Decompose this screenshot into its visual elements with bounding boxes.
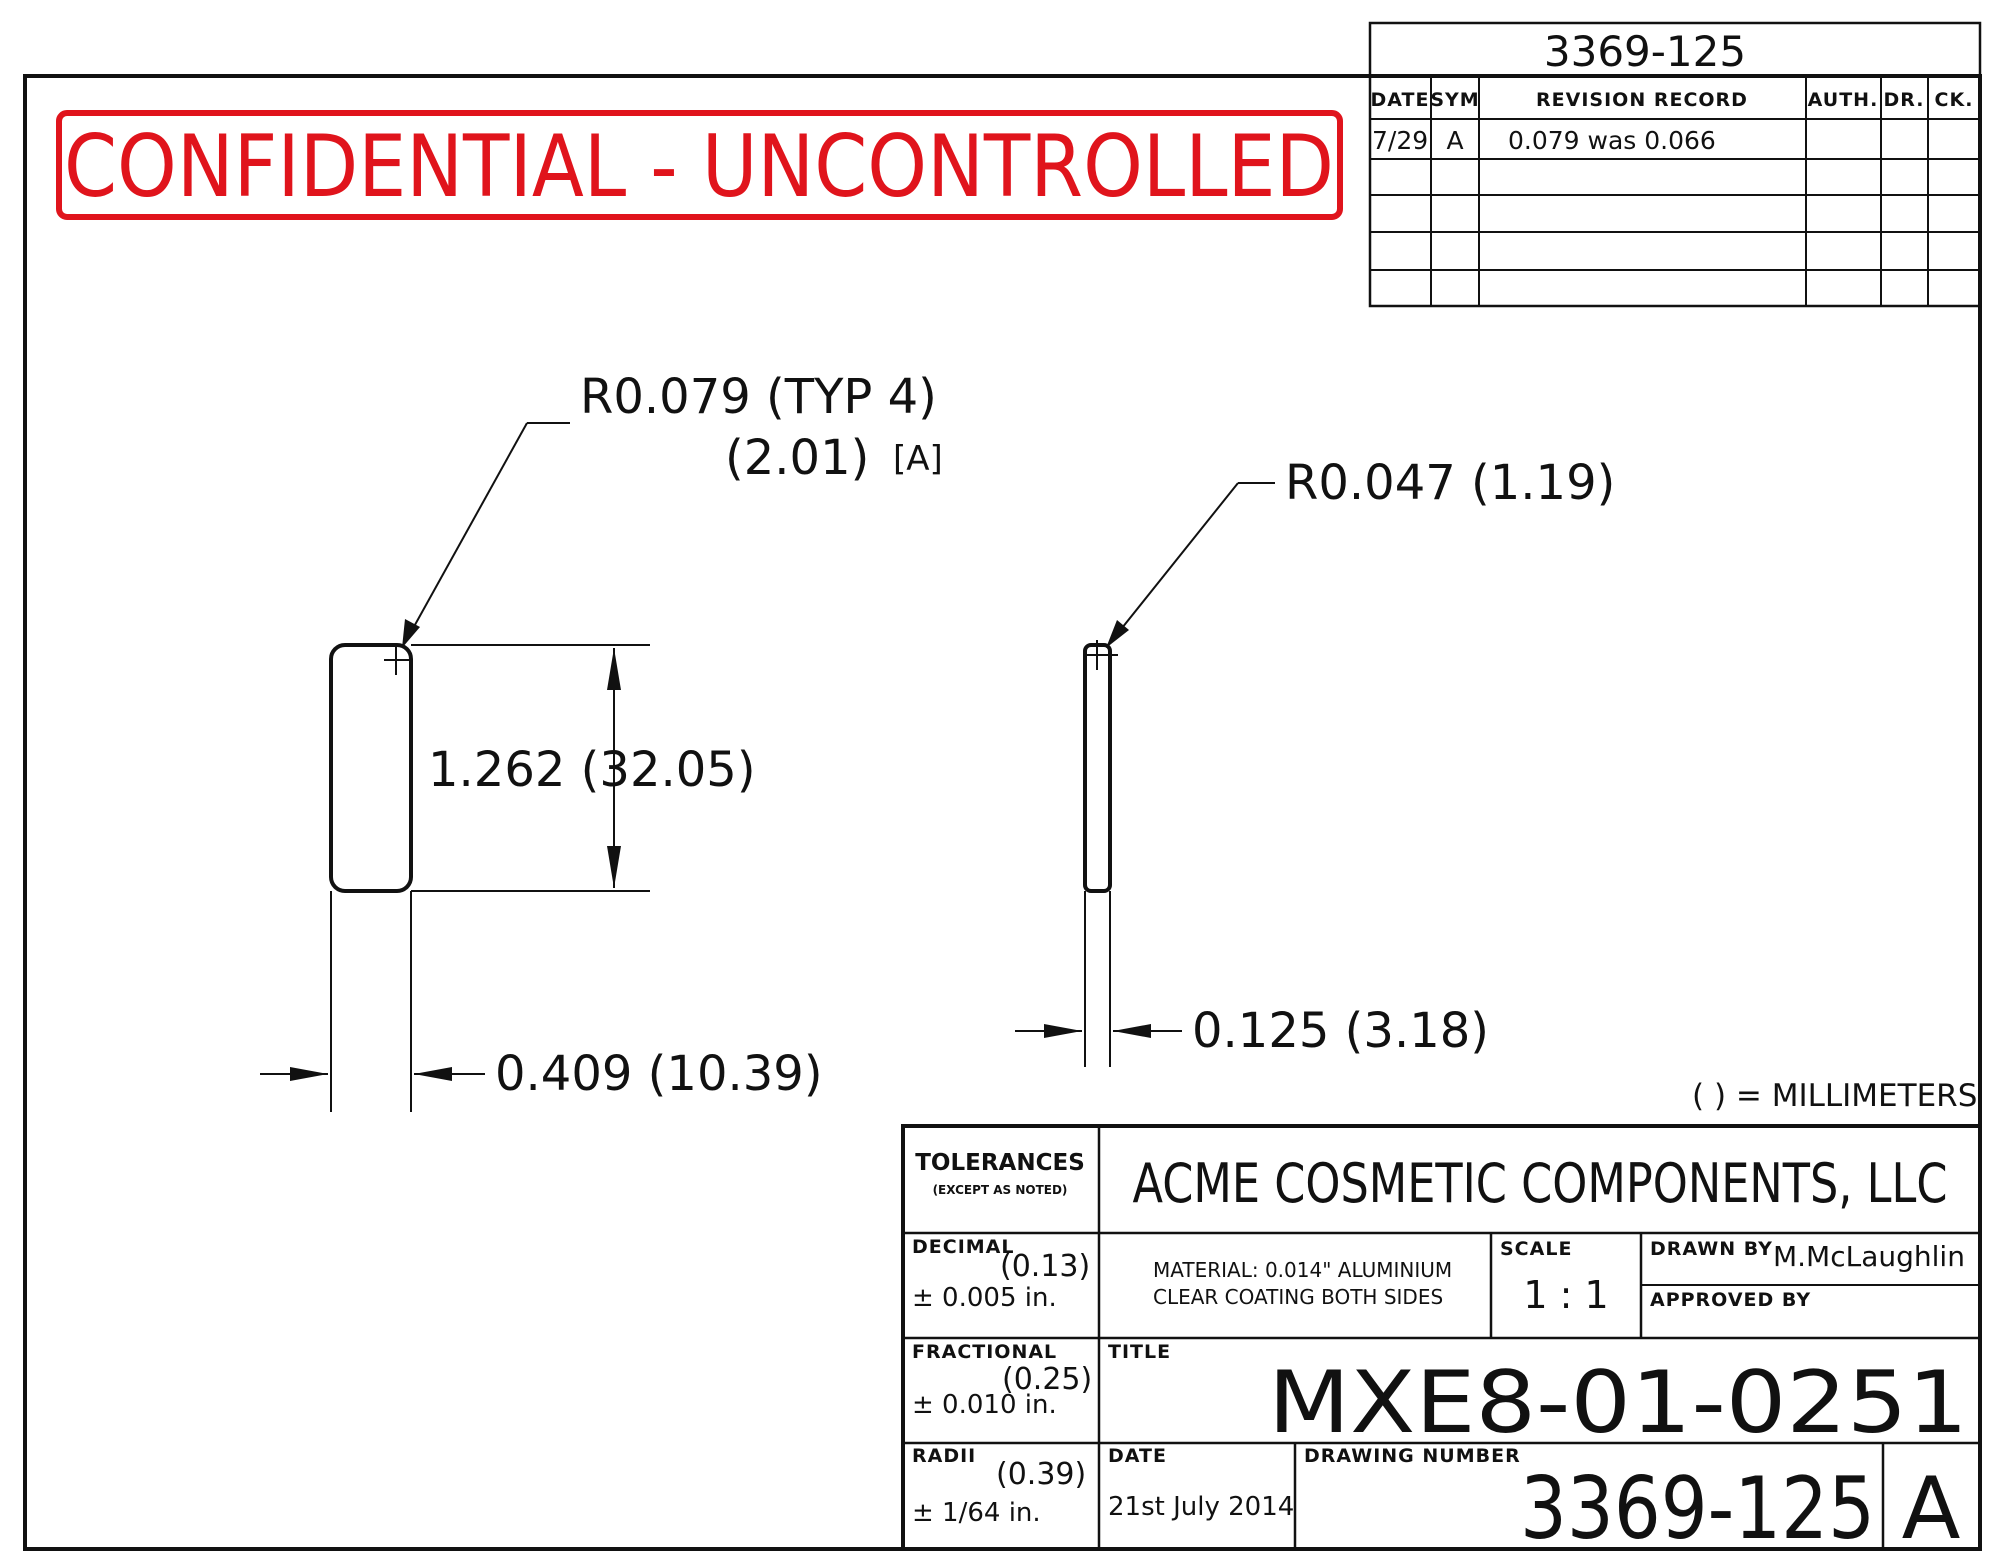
thickness-dimension: 0.125 (3.18) (1192, 1003, 1489, 1059)
drawn-by-value: M.McLaughlin (1773, 1240, 1965, 1273)
fractional-label: FRACTIONAL (912, 1341, 1057, 1363)
width-dimension: 0.409 (10.39) (495, 1046, 823, 1102)
approved-by-label: APPROVED BY (1650, 1289, 1811, 1311)
title-block: TOLERANCES (EXCEPT AS NOTED) ACME COSMET… (901, 1124, 1982, 1559)
corner-radius-flag: [A] (893, 439, 943, 479)
rev-header-auth: AUTH. (1808, 89, 1879, 111)
corner-radius-callout: R0.079 (TYP 4) (580, 369, 937, 425)
units-note: ( ) = MILLIMETERS (1692, 1078, 1977, 1114)
company-name: ACME COSMETIC COMPONENTS, LLC (1133, 1152, 1948, 1215)
rev-header-record: REVISION RECORD (1536, 89, 1748, 111)
fractional-tolerance: ± 0.010 in. (912, 1390, 1057, 1420)
date-value: 21st July 2014 (1108, 1492, 1294, 1522)
top-number-box: 3369-125 (1368, 21, 1982, 78)
fractional-mm: (0.25) (1002, 1362, 1092, 1397)
drawing-number-label: DRAWING NUMBER (1304, 1445, 1521, 1467)
scale-value: 1 : 1 (1523, 1273, 1608, 1317)
rev-header-date: DATE (1371, 89, 1430, 111)
drawing-number-value: 3369-125 (1520, 1459, 1875, 1559)
rev-header-ck: CK. (1935, 89, 1974, 111)
corner-radius-mm: (2.01) (725, 430, 869, 486)
edge-radius-callout: R0.047 (1.19) (1285, 455, 1615, 511)
tolerances-label: TOLERANCES (915, 1150, 1085, 1176)
radii-label: RADII (912, 1445, 976, 1467)
rev-row-date: 7/29 (1372, 126, 1428, 155)
part-side-view (1015, 482, 1275, 1067)
rev-header-sym: SYM (1430, 89, 1479, 111)
revision-table: DATE SYM REVISION RECORD AUTH. DR. CK. 7… (1368, 74, 1982, 308)
rev-row-record: 0.079 was 0.066 (1508, 126, 1716, 155)
decimal-tolerance: ± 0.005 in. (912, 1283, 1057, 1313)
radii-tolerance: ± 1/64 in. (912, 1498, 1041, 1528)
sheet-border (23, 74, 1982, 1551)
confidential-stamp: CONFIDENTIAL - UNCONTROLLED (56, 110, 1343, 220)
decimal-label: DECIMAL (912, 1236, 1014, 1258)
scale-label: SCALE (1500, 1238, 1572, 1260)
part-front-view (260, 422, 650, 1112)
date-label: DATE (1108, 1445, 1167, 1467)
radii-mm: (0.39) (996, 1457, 1086, 1492)
revision-letter: A (1902, 1459, 1961, 1559)
length-dimension: 1.262 (32.05) (428, 742, 756, 798)
title-value: MXE8-01-0251 (1268, 1353, 1968, 1453)
title-label: TITLE (1108, 1341, 1171, 1363)
stamp-text: CONFIDENTIAL - UNCONTROLLED (64, 117, 1334, 217)
top-drawing-number: 3369-125 (1544, 27, 1746, 76)
rev-row-sym: A (1446, 126, 1463, 155)
rev-header-dr: DR. (1884, 89, 1925, 111)
material-line-1: MATERIAL: 0.014" ALUMINIUM (1153, 1258, 1452, 1282)
except-as-noted-label: (EXCEPT AS NOTED) (933, 1183, 1068, 1197)
decimal-mm: (0.13) (1000, 1249, 1090, 1284)
drawn-by-label: DRAWN BY (1650, 1238, 1773, 1260)
material-line-2: CLEAR COATING BOTH SIDES (1153, 1285, 1443, 1309)
